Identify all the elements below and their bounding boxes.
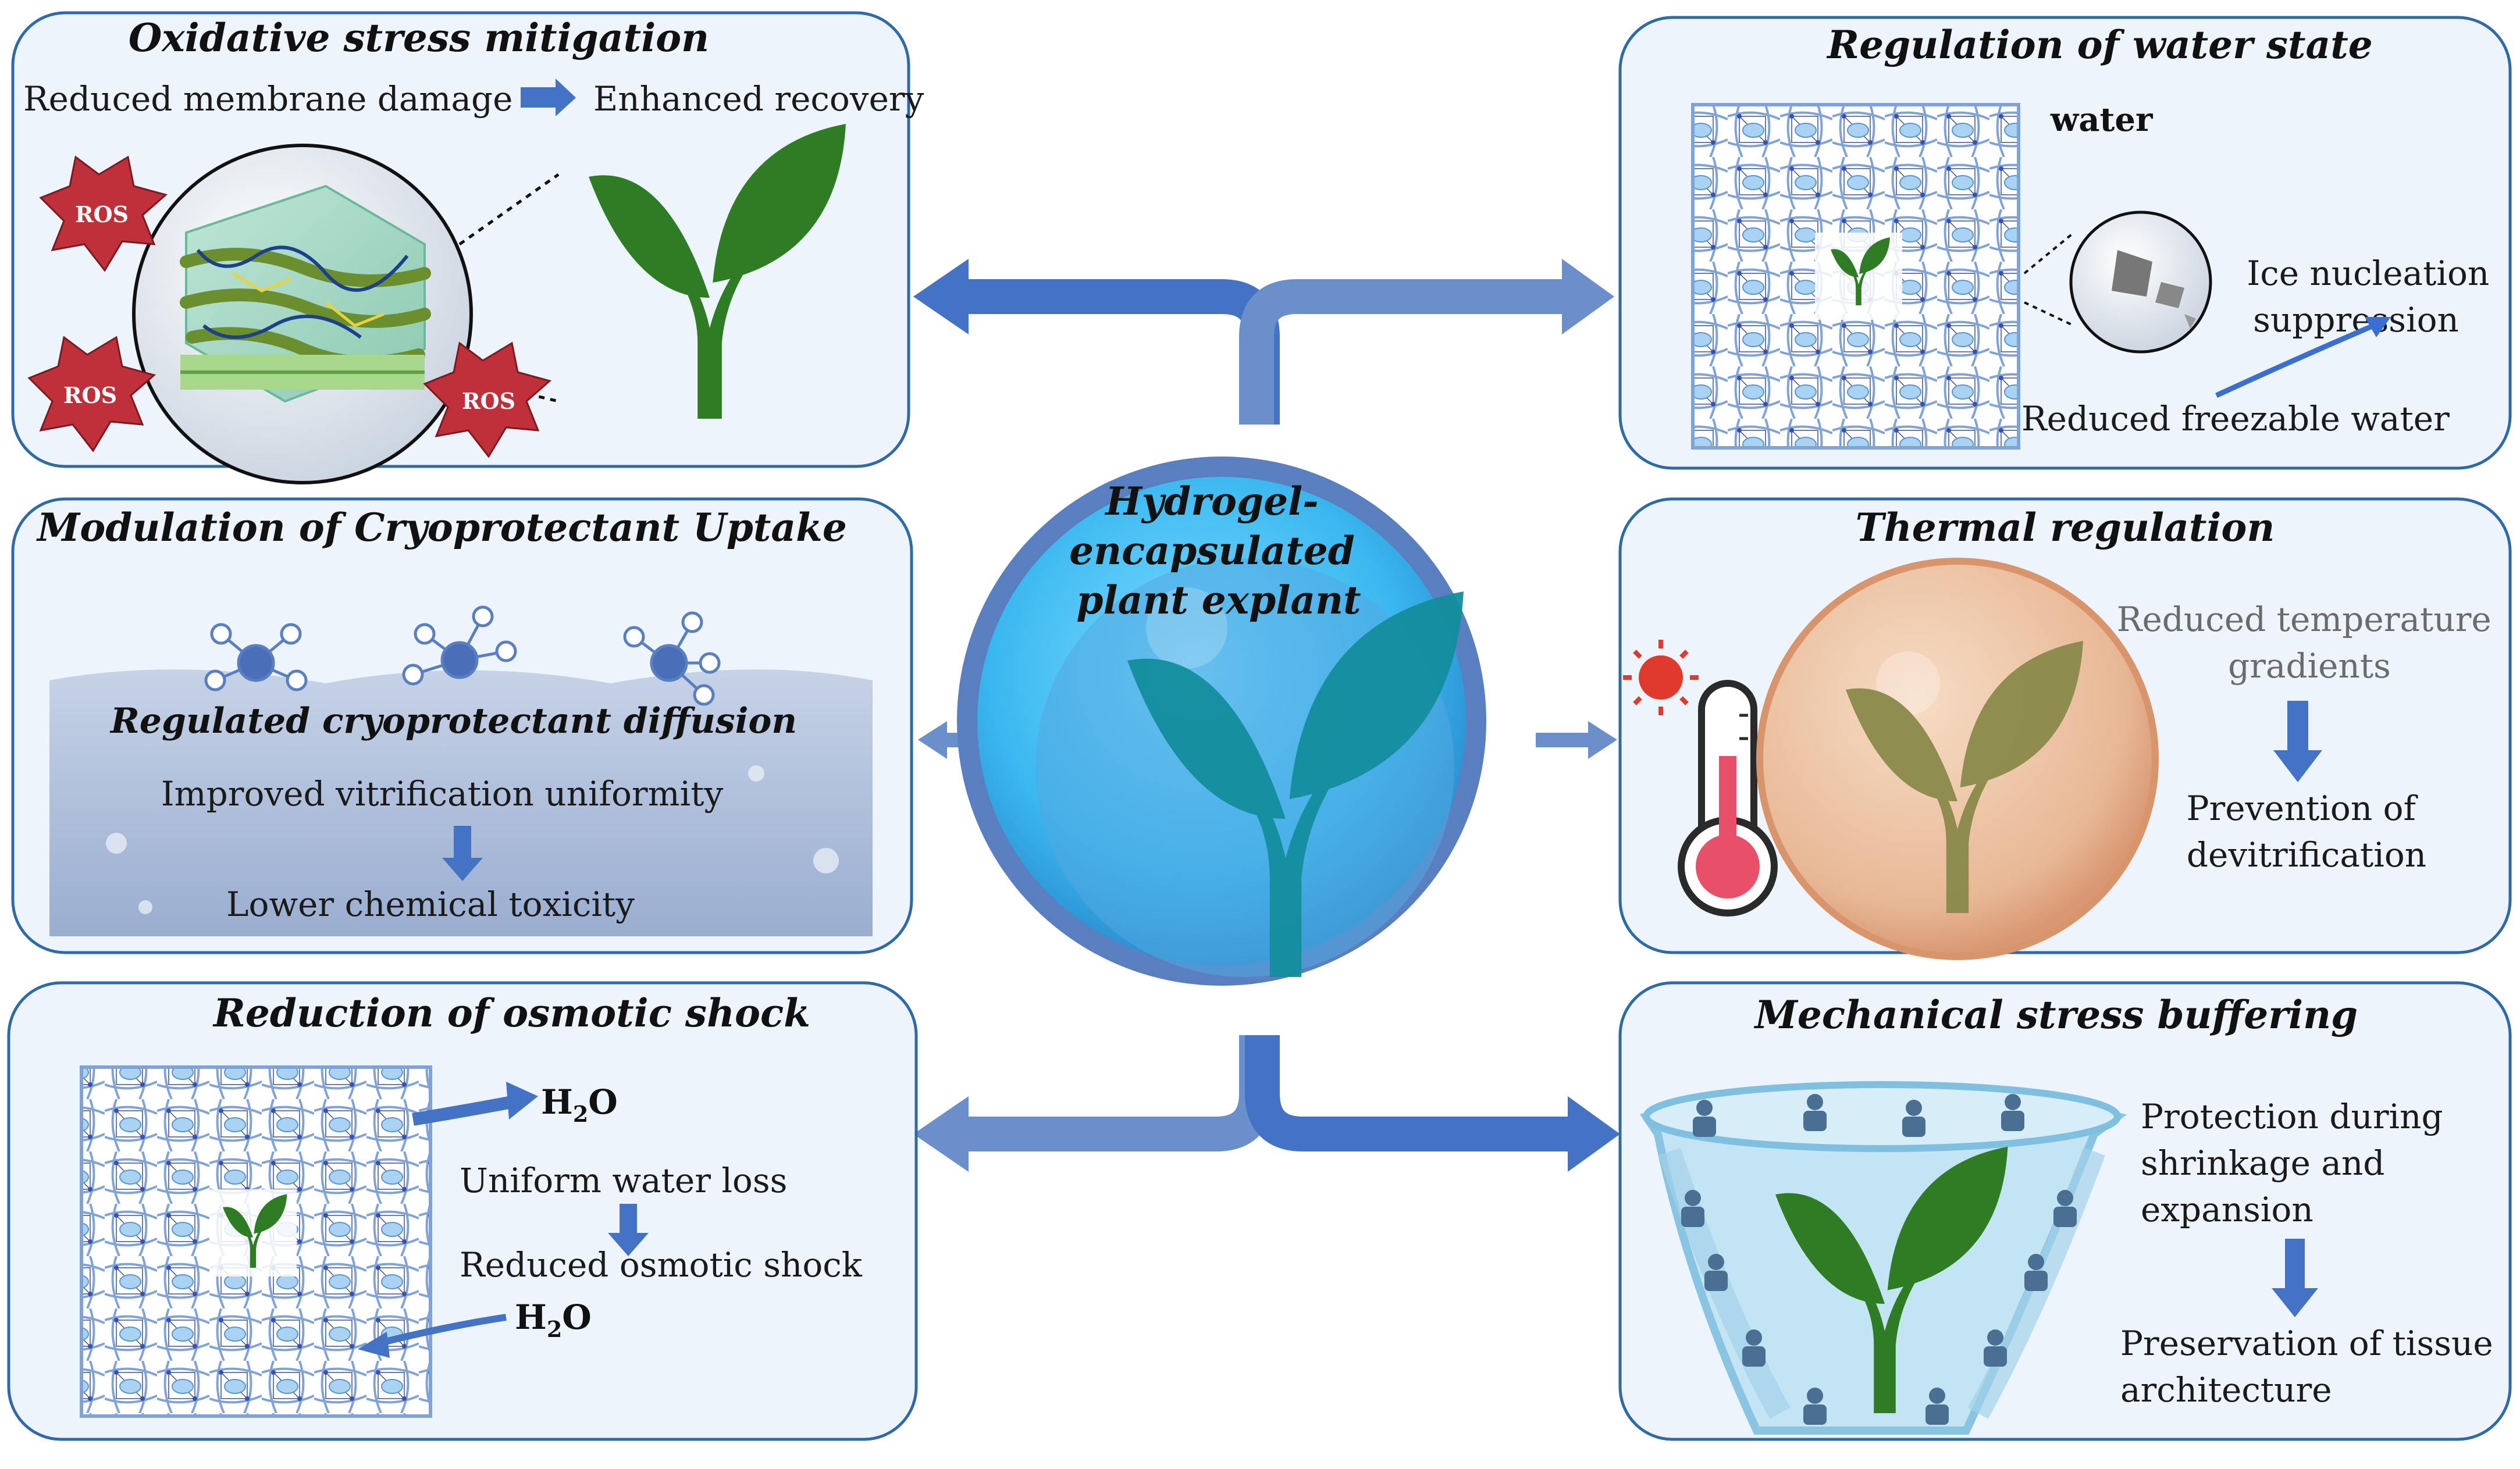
thermal-gradients-line2: gradients bbox=[2228, 646, 2391, 686]
panel-osmotic: Reduction of osmotic shock H2O Uniform w… bbox=[7, 981, 918, 1441]
thermal-gradients-line1: Reduced temperature bbox=[2117, 600, 2491, 639]
center-sphere-highlight bbox=[1146, 587, 1227, 669]
oxidative-arrow-icon bbox=[521, 79, 576, 116]
oxidative-left-text: Reduced membrane damage bbox=[23, 79, 512, 119]
osmotic-shock-text: Reduced osmotic shock bbox=[460, 1245, 863, 1285]
cryoprotectant-molecule-2 bbox=[402, 605, 517, 686]
ros-burst-2: ROS bbox=[27, 336, 156, 452]
cryoprotectant-molecule-1 bbox=[204, 623, 308, 691]
water-out-arrow-icon bbox=[412, 1096, 514, 1126]
svg-text:Ice nucleation suppressi: Ice nucleation suppression bbox=[2247, 254, 2500, 340]
ros-label-2: ROS bbox=[63, 382, 117, 408]
mechanical-protection-line3: expansion bbox=[2141, 1190, 2313, 1229]
cryo-toxicity-text: Lower chemical toxicity bbox=[226, 885, 635, 924]
svg-text:Preservation of tissue a: Preservation of tissue architecture bbox=[2120, 1324, 2504, 1410]
figure-icons bbox=[1681, 1094, 2077, 1425]
water-label: water bbox=[2050, 101, 2154, 139]
osmotic-water-loss-text: Uniform water loss bbox=[460, 1161, 787, 1200]
center-title-line3: plant explant bbox=[1076, 577, 1361, 623]
sun-icon bbox=[1623, 640, 1699, 715]
ice-line1: Ice nucleation bbox=[2247, 254, 2489, 293]
ros-label-1: ROS bbox=[75, 201, 129, 227]
ice-crystal-bubble bbox=[2069, 211, 2212, 354]
arrow-to-water bbox=[1239, 279, 1565, 425]
thermometer-icon bbox=[1678, 680, 1778, 917]
panel-thermal-title: Thermal regulation bbox=[1856, 505, 2275, 550]
thermal-prevention-line1: Prevention of bbox=[2187, 789, 2418, 828]
arrow-to-osmotic bbox=[966, 1035, 1274, 1151]
panel-oxidative-title: Oxidative stress mitigation bbox=[129, 15, 709, 60]
svg-text:Prevention of devitrific: Prevention of devitrification bbox=[2187, 789, 2427, 875]
mechanical-protection-line2: shrinkage and bbox=[2141, 1143, 2384, 1183]
arrow-head-osmotic bbox=[913, 1096, 969, 1172]
svg-text:Hydrogel- encapsulated: Hydrogel- encapsulated plant explant bbox=[1069, 479, 1368, 623]
ros-burst-3: ROS bbox=[423, 341, 552, 458]
panel-oxidative: Oxidative stress mitigation Reduced memb… bbox=[11, 11, 924, 484]
panel-water-title: Regulation of water state bbox=[1826, 22, 2372, 67]
cryo-down-arrow-icon bbox=[442, 826, 483, 881]
connector-arrows bbox=[913, 259, 1620, 1172]
osmotic-down-arrow-icon bbox=[608, 1204, 649, 1256]
arrow-head-oxidative bbox=[913, 259, 969, 334]
mechanical-preservation-line1: Preservation of tissue bbox=[2120, 1324, 2493, 1363]
thermal-down-arrow-icon bbox=[2273, 701, 2322, 782]
svg-text:Protection during shrink: Protection during shrinkage and expansio… bbox=[2141, 1097, 2454, 1229]
water-curved-arrow-icon bbox=[2215, 323, 2375, 398]
panel-cryo: Modulation of Cryoprotectant Uptake Regu… bbox=[11, 497, 913, 954]
panel-mechanical: Mechanical stress buffering Protection d… bbox=[1618, 981, 2512, 1441]
ros-label-3: ROS bbox=[462, 388, 515, 414]
mechanical-preservation-line2: architecture bbox=[2120, 1370, 2332, 1410]
h2o-out-label: H2O bbox=[541, 1082, 618, 1127]
mechanical-down-arrow-icon bbox=[2272, 1239, 2318, 1317]
center-hydrogel: Hydrogel- encapsulated plant explant bbox=[957, 457, 1486, 986]
svg-text:Reduced temperature grad: Reduced temperature gradients bbox=[2117, 600, 2502, 686]
panel-mechanical-title: Mechanical stress buffering bbox=[1754, 992, 2358, 1037]
mechanical-protection-line1: Protection during bbox=[2141, 1097, 2443, 1136]
panel-osmotic-title: Reduction of osmotic shock bbox=[212, 990, 810, 1036]
cryo-liquid-region bbox=[49, 669, 873, 936]
panel-cryo-title: Modulation of Cryoprotectant Uptake bbox=[36, 505, 847, 550]
water-in-arrow-icon bbox=[377, 1314, 507, 1347]
arrow-to-mechanical bbox=[1245, 1035, 1571, 1151]
arrow-to-oxidative bbox=[966, 279, 1280, 425]
panel-water: Regulation of water state water Ice nucl… bbox=[1618, 16, 2512, 470]
thermal-prevention-line2: devitrification bbox=[2187, 835, 2426, 875]
membrane-illustration bbox=[132, 144, 473, 484]
arrow-head-water bbox=[1562, 259, 1614, 334]
arrow-to-thermal bbox=[1536, 721, 1617, 759]
h2o-in-label: H2O bbox=[515, 1297, 592, 1342]
panel-thermal: Thermal regulation Reduced temperature g… bbox=[1618, 497, 2512, 960]
oxidative-right-text: Enhanced recovery bbox=[593, 79, 924, 119]
cryo-uniformity-text: Improved vitrification uniformity bbox=[161, 774, 724, 814]
ros-burst-1: ROS bbox=[39, 155, 168, 272]
arrow-head-mechanical bbox=[1568, 1096, 1620, 1172]
center-title-line2: encapsulated bbox=[1069, 528, 1355, 573]
center-title-line1: Hydrogel- bbox=[1104, 479, 1318, 524]
arrow-to-cryo bbox=[918, 721, 989, 759]
cryoprotectant-molecule-3 bbox=[623, 611, 721, 706]
cryo-diffusion-text: Regulated cryoprotectant diffusion bbox=[109, 701, 797, 741]
freezable-text: Reduced freezable water bbox=[2021, 399, 2450, 438]
